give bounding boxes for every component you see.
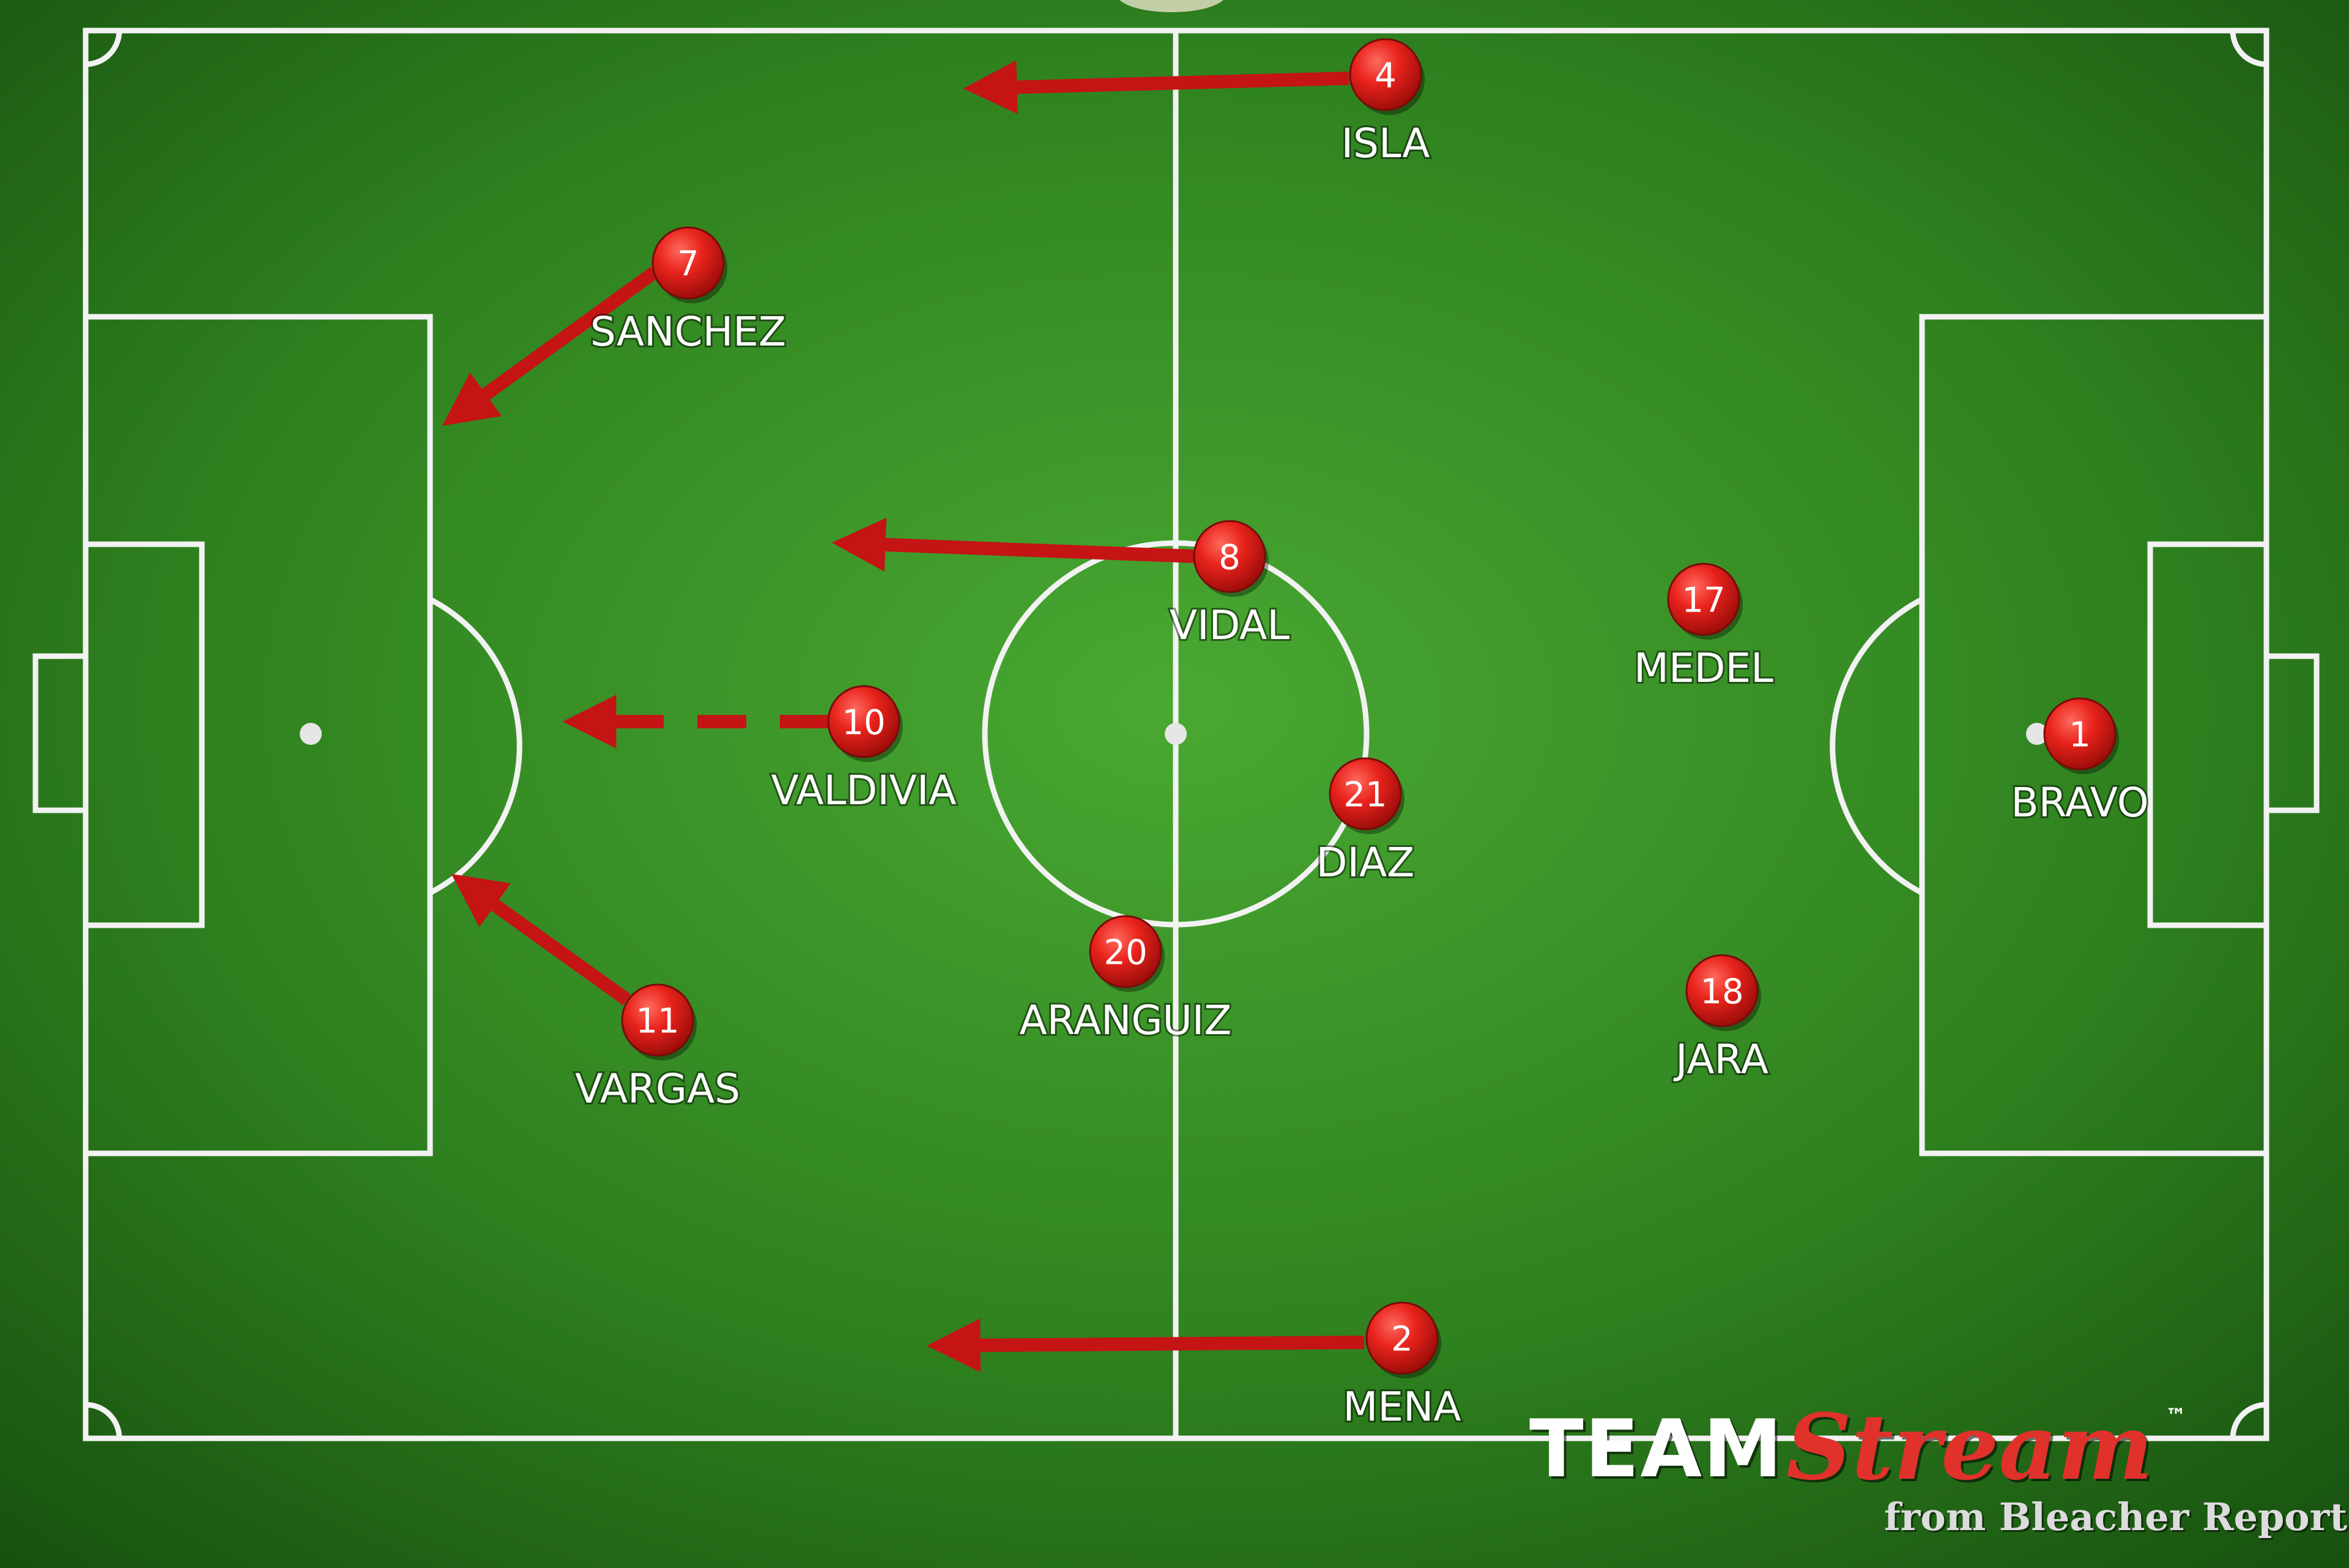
arrow-vargas [451, 873, 631, 1005]
player-name: ARANGUIZ [1020, 997, 1232, 1044]
brand-from-text: from Bleacher Report [1884, 1495, 2347, 1539]
center-circle [982, 540, 1370, 928]
player-disc [1089, 915, 1162, 988]
corner-arc-top-left [85, 30, 122, 67]
player-number: 8 [1219, 538, 1241, 578]
players: 4ISLA7SANCHEZ8VIDAL17MEDEL10VALDIVIA1BRA… [573, 38, 2151, 1432]
player-name: ISLA [1341, 120, 1430, 167]
player-disc [1329, 757, 1402, 830]
player-number: 21 [1343, 775, 1387, 815]
brand-team-text: TEAM [1529, 1402, 1784, 1495]
brand-trademark: ™ [2165, 1404, 2186, 1429]
corner-arc-bottom-left [85, 1402, 122, 1439]
right-penalty-arc [1830, 597, 1924, 895]
arrow-mena [926, 1318, 1365, 1372]
player-disc [1365, 1301, 1439, 1375]
player-name: VARGAS [575, 1065, 740, 1112]
movement-arrows [442, 60, 1365, 1372]
arrow-sanchez [442, 267, 659, 426]
player-number: 7 [677, 245, 699, 284]
player-name: SANCHEZ [590, 308, 786, 355]
left-penalty-arc [428, 597, 522, 895]
left-goal [32, 653, 89, 813]
teamstream-logo: TEAM Stream ™ from Bleacher Report [1529, 1394, 2347, 1539]
player-disc [827, 685, 900, 758]
right-penalty-spot [2026, 723, 2048, 745]
player-number: 20 [1104, 933, 1147, 973]
brand-stream-text: Stream [1786, 1394, 2153, 1500]
player-name: MENA [1343, 1383, 1461, 1430]
pitch-spots [300, 723, 2048, 745]
pitch-lines [32, 28, 2320, 1441]
player-disc [651, 226, 725, 300]
player-disc [1193, 520, 1266, 593]
player-number: 10 [842, 703, 885, 743]
player-name: MEDEL [1634, 645, 1773, 692]
player-name: DIAZ [1316, 839, 1415, 886]
player-number: 17 [1682, 581, 1725, 621]
player-disc [621, 983, 694, 1057]
player-number: 1 [2069, 716, 2091, 755]
player-number: 11 [636, 1002, 679, 1041]
arrow-isla [963, 60, 1349, 114]
player-name: VALDIVIA [771, 767, 957, 814]
player-number: 4 [1375, 56, 1397, 96]
corner-arc-bottom-right [2230, 1402, 2267, 1439]
player-number: 18 [1700, 972, 1743, 1012]
player-disc [1685, 954, 1759, 1027]
player-name: BRAVO [2011, 779, 2148, 826]
player-number: 2 [1391, 1320, 1413, 1359]
player-name: JARA [1673, 1036, 1768, 1083]
player-disc [2043, 697, 2117, 771]
player-disc [1667, 563, 1740, 636]
corner-arc-top-right [2230, 30, 2267, 67]
player-disc [1349, 38, 1422, 111]
right-goal [2263, 653, 2320, 813]
left-penalty-spot [300, 723, 322, 745]
center-spot [1165, 723, 1187, 745]
arrow-vidal [831, 517, 1200, 572]
top-edge-emblem [1119, 0, 1223, 12]
player-name: VIDAL [1170, 602, 1290, 649]
